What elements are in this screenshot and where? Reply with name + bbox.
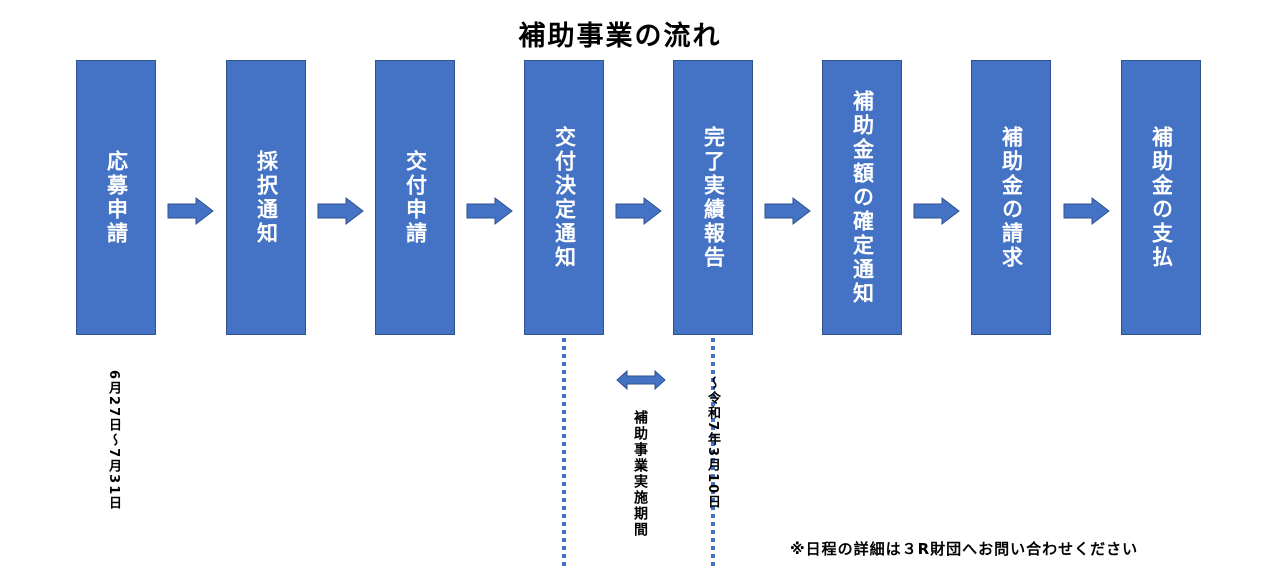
step-box-1: 応募申請 <box>76 60 156 335</box>
step-label: 補助金の請求 <box>999 125 1024 270</box>
step-label: 交付申請 <box>403 149 428 246</box>
step-label: 採択通知 <box>254 149 279 246</box>
step-box-2: 採択通知 <box>226 60 306 335</box>
step-box-7: 補助金の請求 <box>971 60 1051 335</box>
right-arrow-icon <box>167 196 214 226</box>
right-arrow-icon <box>466 196 513 226</box>
right-arrow-icon <box>615 196 662 226</box>
deadline-date: ～令和7年3月10日 <box>705 376 720 511</box>
step-box-4: 交付決定通知 <box>524 60 604 335</box>
step-label: 補助金額の確定通知 <box>850 89 875 306</box>
right-arrow-icon <box>764 196 811 226</box>
implementation-period-label: 補助事業実施期間 <box>632 410 648 538</box>
step-label: 応募申請 <box>104 149 129 246</box>
diagram-title: 補助事業の流れ <box>518 21 722 52</box>
right-arrow-icon <box>317 196 364 226</box>
period-end-dotted-line <box>711 338 715 568</box>
step-label: 完了実績報告 <box>701 125 726 270</box>
step-box-3: 交付申請 <box>375 60 455 335</box>
step-label: 交付決定通知 <box>552 125 577 270</box>
step-label: 補助金の支払 <box>1149 125 1174 270</box>
double-arrow-icon <box>616 369 666 391</box>
period-start-dotted-line <box>562 338 566 568</box>
application-period: 6月27日～7月31日 <box>106 370 121 512</box>
step-box-5: 完了実績報告 <box>673 60 753 335</box>
footnote: ※日程の詳細は３R財団へお問い合わせください <box>790 540 1139 558</box>
step-box-6: 補助金額の確定通知 <box>822 60 902 335</box>
right-arrow-icon <box>1063 196 1110 226</box>
step-box-8: 補助金の支払 <box>1121 60 1201 335</box>
right-arrow-icon <box>913 196 960 226</box>
